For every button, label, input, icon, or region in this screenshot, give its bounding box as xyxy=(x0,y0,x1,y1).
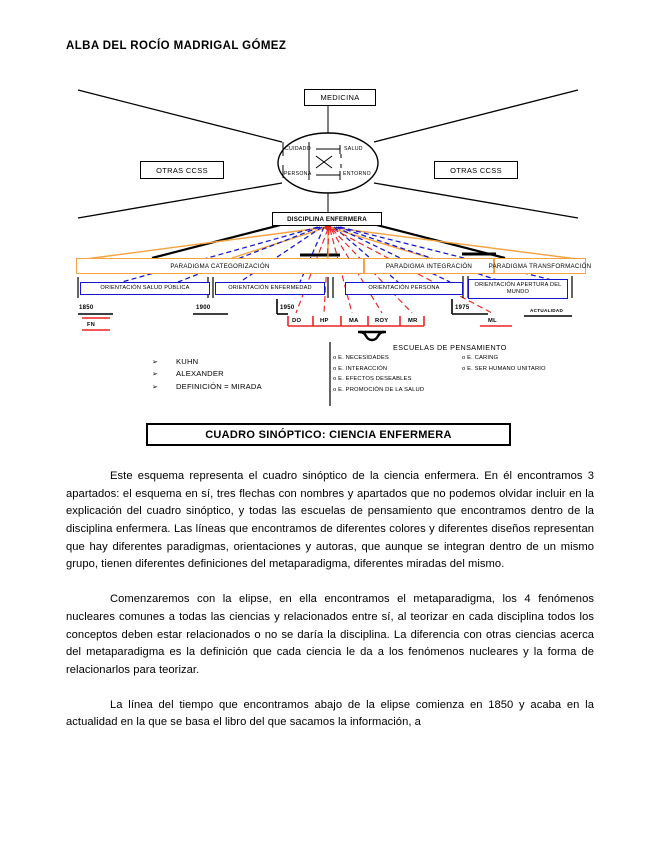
escuelas-title: ESCUELAS DE PENSAMIENTO xyxy=(393,343,507,352)
escuela-item: E. INTERACCIÓN xyxy=(333,364,424,375)
escuelas-column-left: E. NECESIDADES E. INTERACCIÓN E. EFECTOS… xyxy=(333,353,424,395)
synoptic-diagram: MEDICINA OTRAS CCSS OTRAS CCSS DISCIPLIN… xyxy=(0,70,655,460)
escuelas-column-right: E. CARING E. SER HUMANO UNITARIO xyxy=(462,353,546,374)
list-item: ➢ ALEXANDER xyxy=(152,368,262,380)
timeline-year-1850: 1850 xyxy=(79,305,94,311)
year-underlines xyxy=(78,299,572,317)
box-otras-ccss-left: OTRAS CCSS xyxy=(140,161,224,179)
timeline-label-actualidad: ACTUALIDAD xyxy=(530,308,564,313)
timeline-label-fn: FN xyxy=(87,322,96,328)
theorist-abbr-do: DO xyxy=(292,318,302,324)
list-item-label: DEFINICIÓN = MIRADA xyxy=(176,381,262,391)
orientation-box-persona: ORIENTACIÓN PERSONA xyxy=(345,282,463,295)
theorist-brace xyxy=(359,330,385,342)
paradigm-box-integracion: PARADIGMA INTEGRACIÓN xyxy=(364,258,494,274)
escuela-item: E. CARING xyxy=(462,353,546,364)
list-item: ➢ DEFINICIÓN = MIRADA xyxy=(152,381,262,393)
list-item-label: KUHN xyxy=(176,357,199,366)
diagram-title-box: CUADRO SINÓPTICO: CIENCIA ENFERMERA xyxy=(146,423,511,446)
escuela-item: E. SER HUMANO UNITARIO xyxy=(462,364,546,375)
timeline-year-1950: 1950 xyxy=(280,305,295,311)
escuela-item: E. EFECTOS DESEABLES xyxy=(333,374,424,385)
orientation-box-enfermedad: ORIENTACIÓN ENFERMEDAD xyxy=(215,282,325,295)
timeline-year-1900: 1900 xyxy=(196,305,211,311)
theorist-brackets xyxy=(287,316,512,327)
timeline-year-1975: 1975 xyxy=(455,305,470,311)
list-item-label: ALEXANDER xyxy=(176,369,224,379)
diagram-vector-layer xyxy=(77,89,586,406)
metaparadigm-entorno: ENTORNO xyxy=(343,171,371,177)
theorist-abbr-roy: ROY xyxy=(375,318,389,324)
theorist-abbr-mr: MR xyxy=(408,318,418,324)
paradigm-box-transformacion: PARADIGMA TRANSFORMACIÓN xyxy=(489,258,591,274)
metaparadigm-cuidado: CUIDADO xyxy=(285,146,312,152)
metaparadigm-persona: PERSONA xyxy=(284,171,312,177)
box-otras-ccss-right: OTRAS CCSS xyxy=(434,161,518,179)
arrow-bullet-icon: ➢ xyxy=(152,370,159,379)
theorist-abbr-ml: ML xyxy=(488,318,497,324)
orientation-box-salud-publica: ORIENTACIÓN SALUD PÚBLICA xyxy=(80,282,210,295)
arrow-bullet-icon: ➢ xyxy=(152,358,159,366)
box-disciplina-enfermera: DISCIPLINA ENFERMERA xyxy=(272,212,382,226)
metaparadigm-salud: SALUD xyxy=(344,146,363,152)
theorist-abbr-hp: HP xyxy=(320,318,329,324)
metaparadigm-connectors xyxy=(282,142,342,180)
paradigm-box-categorizacion: PARADIGMA CATEGORIZACIÓN xyxy=(76,258,364,274)
body-text: Este esquema representa el cuadro sinópt… xyxy=(66,468,594,749)
box-medicina: MEDICINA xyxy=(304,89,376,106)
key-concepts-list: ➢ KUHN ➢ ALEXANDER ➢ DEFINICIÓN = MIRADA xyxy=(152,356,262,393)
list-item: ➢ KUHN xyxy=(152,356,262,368)
theorist-abbr-ma: MA xyxy=(349,318,359,324)
arrow-bullet-icon: ➢ xyxy=(152,382,159,391)
escuela-item: E. NECESIDADES xyxy=(333,353,424,364)
paragraph-1: Este esquema representa el cuadro sinópt… xyxy=(66,470,594,571)
paragraph-3: La línea del tiempo que encontramos abaj… xyxy=(66,698,594,729)
document-header-author: ALBA DEL ROCÍO MADRIGAL GÓMEZ xyxy=(66,40,287,52)
orientation-box-apertura-del-mundo: ORIENTACIÓN APERTURA DEL MUNDO xyxy=(468,279,568,299)
metaparadigm-ellipse xyxy=(277,132,379,194)
paragraph-2: Comenzaremos con la elipse, en ella enco… xyxy=(66,593,594,676)
paradigm-ticks xyxy=(300,252,496,257)
cross-lines xyxy=(77,89,579,219)
escuela-item: E. PROMOCIÓN DE LA SALUD xyxy=(333,385,424,396)
